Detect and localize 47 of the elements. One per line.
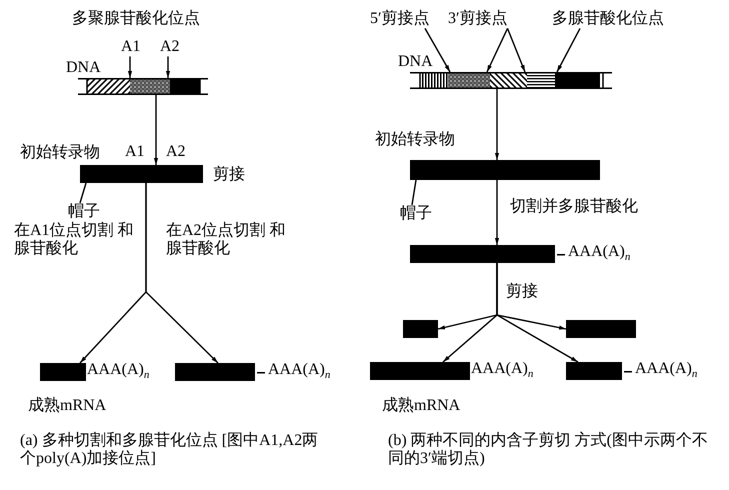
transcript-label: 初始转录物 [375, 131, 455, 150]
excised-intron-bar [566, 320, 636, 338]
arrow [496, 263, 578, 363]
transcript-label: 初始转录物 [20, 144, 100, 162]
site-label: A2 [166, 143, 186, 162]
edge-label: 切割并多腺苷酸化 [510, 198, 638, 216]
mrna-bar [175, 363, 255, 381]
node-label: 帽子 [68, 203, 100, 222]
node-label: A2 [160, 38, 180, 56]
heading: 多聚腺苷酸化位点 [72, 10, 200, 28]
arrow [166, 56, 170, 78]
arrow [556, 28, 581, 72]
transcript-bar [80, 165, 203, 183]
leader-line [79, 182, 87, 204]
mrna-bar [40, 363, 86, 381]
node-label: 多腺苷酸化位点 [552, 10, 664, 28]
arrow [424, 28, 451, 72]
node-label: 帽子 [400, 205, 432, 224]
dna-strand-drawing [410, 72, 612, 89]
arrow [145, 183, 218, 364]
dna-label: DNA [398, 53, 433, 72]
poly-a-tail: AAA(A)$_{n}$ [471, 360, 534, 381]
edge-label: 剪接 [506, 283, 538, 302]
arrow [494, 180, 500, 245]
excised-intron-bar [403, 320, 438, 338]
arrow [128, 56, 132, 78]
arrow [506, 28, 526, 72]
mrna-bar [566, 362, 622, 380]
mrna-bar [370, 362, 470, 380]
leader-line [411, 180, 417, 206]
caption: (b) 两种不同的内含子剪切 方式(图中示两个不同的3′端切点) [388, 432, 709, 469]
dna-strand-drawing [78, 78, 208, 95]
arrow [494, 89, 500, 160]
cleaved-transcript-bar [410, 245, 555, 263]
mature-mrna-label: 成熟mRNA [28, 397, 106, 416]
poly-a-tail: AAA(A)$_{n}$ [87, 361, 150, 382]
site-label: A1 [125, 143, 145, 162]
node-label: A1 [121, 38, 141, 56]
splicing-label: 剪接 [213, 166, 245, 184]
node-label: 3′剪接点 [448, 10, 508, 28]
arrow [486, 28, 508, 72]
mature-mrna-label: 成熟mRNA [382, 397, 460, 416]
dna-label: DNA [66, 59, 101, 78]
caption: (a) 多种切割和多腺苷化位点 [图中A1,A2两个poly(A)加接位点] [20, 432, 320, 469]
transcript-bar [410, 160, 600, 180]
arrow [154, 95, 158, 165]
node-label: 5′剪接点 [370, 10, 430, 28]
